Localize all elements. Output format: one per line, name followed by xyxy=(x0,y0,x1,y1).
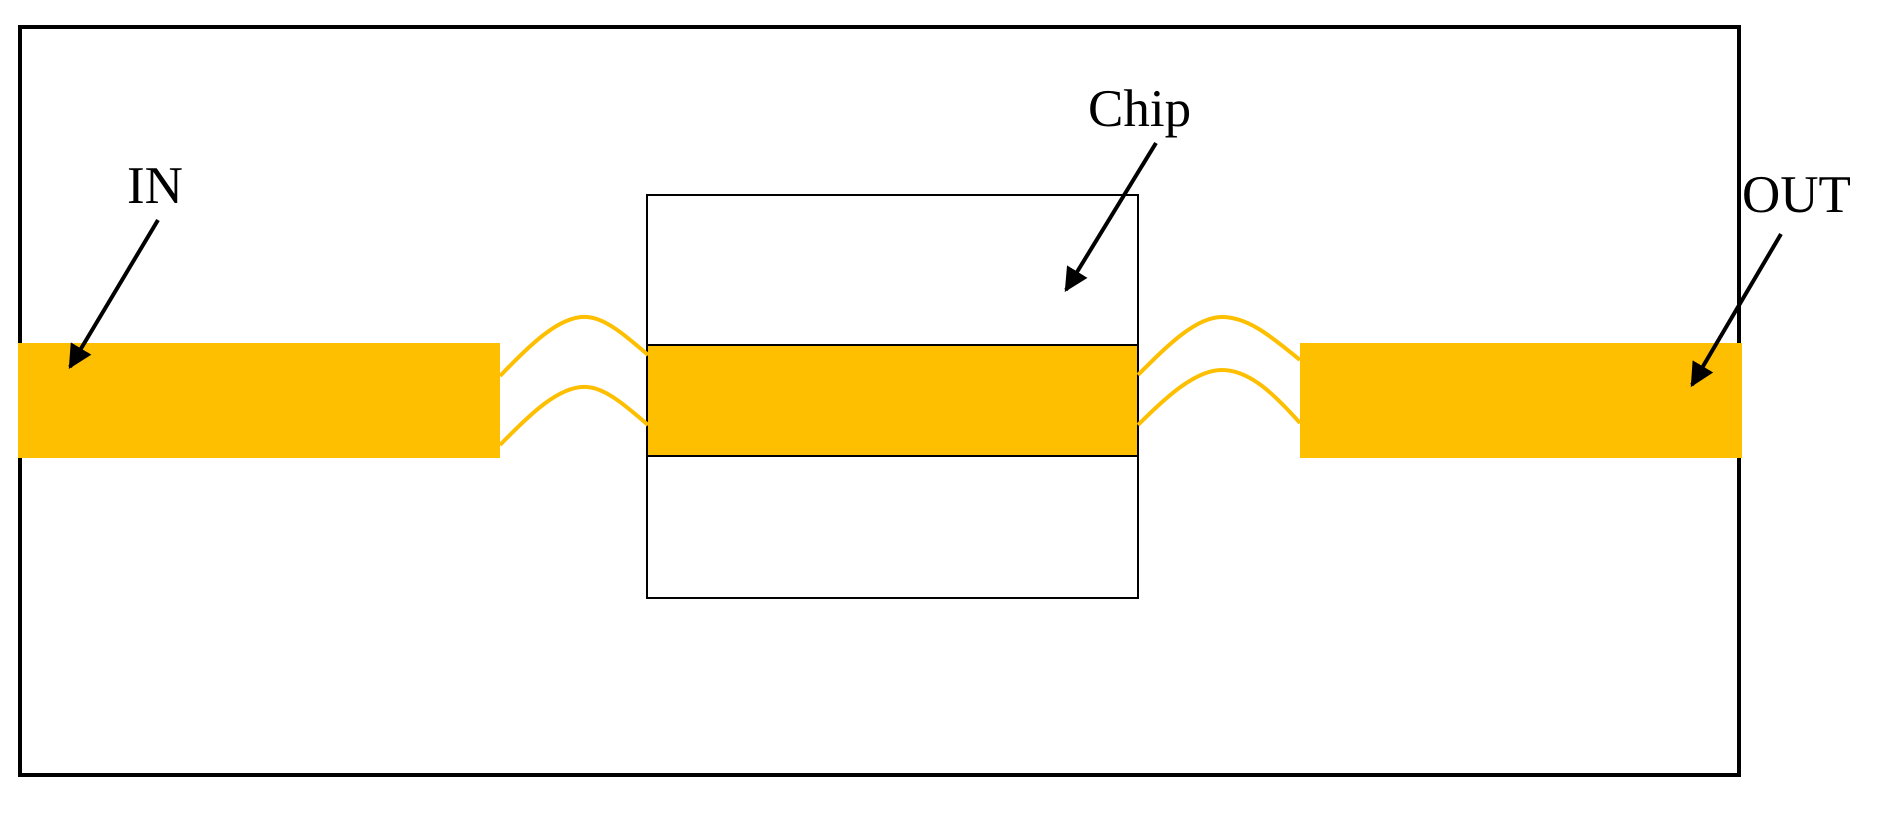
bond-wire-left-upper xyxy=(498,314,650,378)
in-label: IN xyxy=(127,157,183,215)
out-label: OUT xyxy=(1742,166,1851,224)
in-arrow xyxy=(68,218,160,370)
out-arrow xyxy=(1690,232,1783,388)
bond-wire-left-lower xyxy=(498,384,650,447)
chip-label: Chip xyxy=(1088,80,1191,138)
bond-wire-right-upper xyxy=(1136,314,1302,377)
chip-arrow xyxy=(1064,141,1158,293)
input-trace xyxy=(18,343,500,458)
output-trace xyxy=(1300,343,1742,458)
bond-wire-right-lower xyxy=(1136,367,1302,427)
chip-trace xyxy=(648,345,1137,456)
